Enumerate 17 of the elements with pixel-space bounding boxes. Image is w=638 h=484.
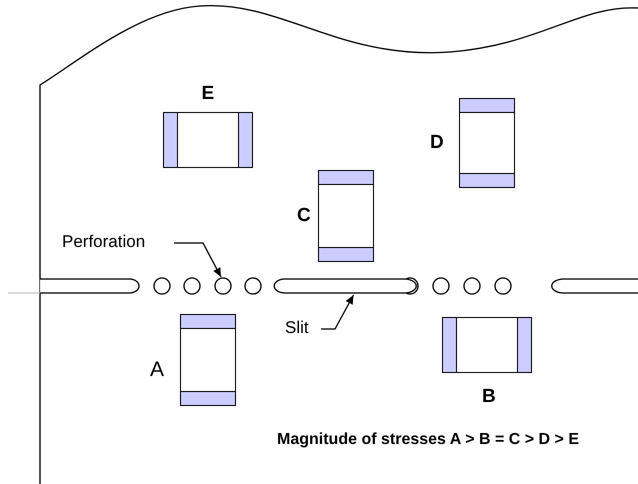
component-letter: A — [150, 358, 164, 382]
note-text: Magnitude of stresses A > B = C > D > E — [277, 430, 580, 450]
chip-component — [459, 98, 515, 188]
component-letter: C — [297, 205, 311, 227]
slit-cutout — [272, 278, 419, 294]
perforation-hole — [214, 277, 232, 295]
leader-line — [321, 294, 354, 330]
component-letter: B — [482, 386, 496, 408]
leader-line — [174, 242, 222, 278]
chip-component — [442, 317, 532, 373]
callout-text: Perforation — [62, 232, 174, 254]
component-letter: D — [430, 132, 444, 154]
component-letter: E — [202, 83, 214, 105]
chip-component — [318, 170, 374, 262]
chip-component — [180, 314, 236, 406]
callout-text: Slit — [285, 318, 319, 340]
chip-component — [163, 112, 253, 168]
